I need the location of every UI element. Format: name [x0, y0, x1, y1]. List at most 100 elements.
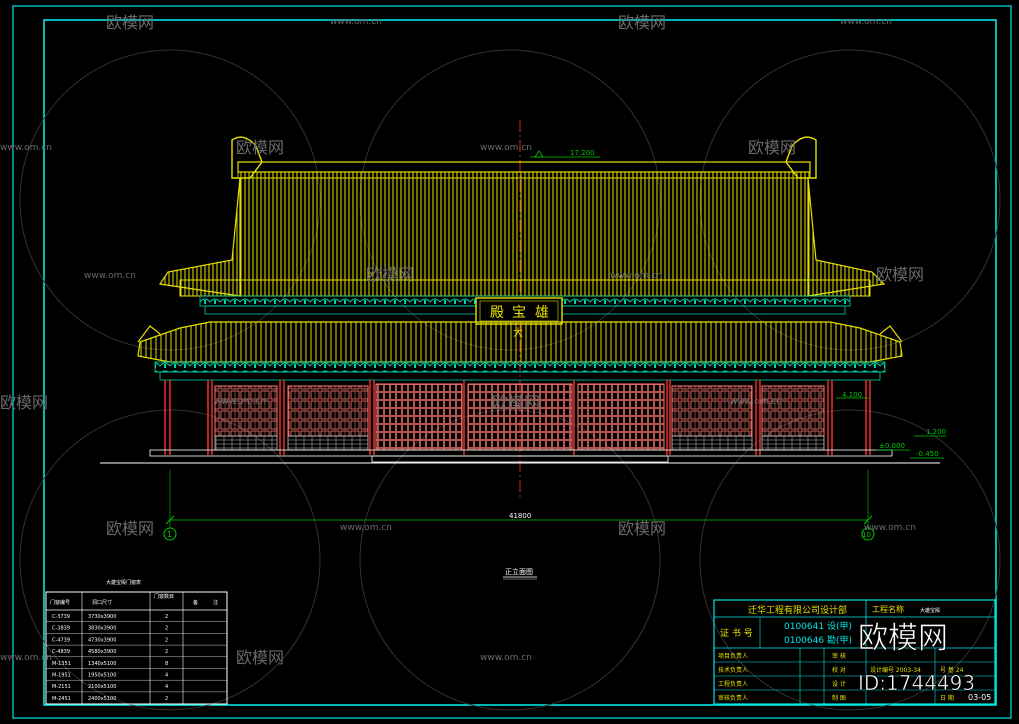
watermark-brand: 欧模网 [106, 13, 154, 32]
view-title: 正立面图 [503, 567, 537, 580]
big-watermark-brand: 欧模网 [858, 621, 948, 656]
project-value: 大雄宝殿 [920, 607, 940, 614]
lower-roof [137, 321, 903, 381]
cert-1: 0100641 设(甲) [784, 621, 852, 632]
axis-label-right: 10 [862, 531, 871, 539]
eave-elevation-text: 4.100 [842, 391, 862, 399]
watermark-brand: 欧模网 [106, 519, 154, 538]
mid-2: 校 对 [832, 666, 846, 674]
schedule-cell: 2400x5100 [88, 696, 116, 702]
columns [164, 380, 871, 455]
watermark-url: www.om.cn [330, 17, 382, 27]
schedule-cell: 1340x5100 [88, 661, 116, 667]
schedule-cell: 1950x5100 [88, 673, 116, 679]
schedule-cell: 2 [165, 626, 168, 632]
watermark-url: www.om.cn [610, 271, 662, 281]
schedule-cell: 2 [165, 637, 168, 643]
facade-bays [214, 383, 825, 451]
overall-dimension: 41800 1 10 [163, 470, 875, 541]
watermark-brand: 欧模网 [236, 648, 284, 667]
schedule-cell: M-2151 [52, 684, 71, 690]
schedule-cell: 4 [165, 684, 168, 690]
role-4: 审核负责人 [718, 694, 748, 702]
project-label: 工程名称 [872, 604, 904, 614]
schedule-cell: C-3839 [52, 626, 70, 632]
role-3: 工程负责人 [718, 680, 748, 688]
platform [100, 449, 940, 464]
plaque-char-3: 雄 [535, 305, 549, 321]
watermark-url: www.om.cn [214, 397, 266, 407]
schedule-header-note-1: 备 [193, 599, 198, 606]
schedule-cell: 4 [165, 673, 168, 679]
schedule-cell: C-3739 [52, 614, 70, 620]
schedule-cell: 2 [165, 649, 168, 655]
sheet-number: 03-05 [968, 693, 991, 702]
right-elevation-marks: 4.100 ±0.000 1.200 -0.450 [836, 391, 946, 459]
schedule-cell: C-4739 [52, 637, 70, 643]
watermark-brand: 欧模网 [0, 393, 48, 412]
ridge-elevation-text: 17.200 [570, 149, 595, 157]
schedule-cell: 2 [165, 614, 168, 620]
schedule-cell: 2 [165, 696, 168, 702]
design-number: 设计编号 2003-34 [870, 666, 921, 674]
date-label: 日 期 [940, 694, 954, 702]
watermark-url: www.om.cn [480, 143, 532, 153]
watermark-brand: 欧模网 [492, 393, 540, 412]
cert-2: 0100646 勘(甲) [784, 635, 852, 646]
big-watermark: 欧模网 ID:1744493 [858, 621, 976, 696]
view-title-text: 正立面图 [505, 567, 533, 576]
company-name: 迁华工程有限公司设计部 [748, 604, 847, 616]
big-watermark-id: ID:1744493 [858, 671, 975, 695]
ground-elevation-text: -0.450 [916, 450, 939, 458]
schedule-cell: 8 [165, 661, 168, 667]
axis-label-left: 1 [167, 530, 172, 539]
watermark-url: www.om.cn [840, 17, 892, 27]
cert-label: 证 书 号 [720, 628, 753, 639]
schedule-cell: M-1351 [52, 661, 71, 667]
schedule-cell: 3830x3900 [88, 626, 116, 632]
schedule-cell: 4730x3900 [88, 637, 116, 643]
upper-roof [158, 136, 886, 315]
inner-frame [43, 19, 997, 706]
schedule-cell: 4580x3900 [88, 649, 116, 655]
mid-3: 设 计 [832, 680, 846, 688]
mid-1: 审 核 [832, 652, 846, 660]
role-1: 项目负责人 [718, 652, 748, 660]
watermark-brand: 欧模网 [876, 265, 924, 284]
watermark-url: www.om.cn [480, 653, 532, 663]
schedule-title: 大雄宝殿门窗表 [106, 579, 141, 586]
overall-dimension-text: 41800 [509, 512, 531, 520]
watermark-brand: 欧模网 [748, 138, 796, 157]
plaque-char-2: 宝 [512, 305, 526, 321]
ridge-elevation-mark: 17.200 [530, 149, 600, 158]
watermark-url: www.om.cn [340, 523, 392, 533]
schedule-header-count: 门窗数目 [154, 593, 174, 600]
schedule-header-size: 洞口尺寸 [92, 599, 112, 606]
plaque-char-1: 殿 [490, 305, 504, 321]
door-window-schedule: 大雄宝殿门窗表 门窗编号 洞口尺寸 门窗数目 备 注 C-3739 3730x39… [45, 579, 228, 705]
watermarks: 欧模网 www.om.cn 欧模网 www.om.cn www.om.cn 欧模… [0, 13, 924, 667]
schedule-header-note-2: 注 [213, 599, 218, 606]
outer-frame [12, 5, 1012, 719]
watermark-brand: 欧模网 [236, 138, 284, 157]
schedule-cell: 2100x5100 [88, 684, 116, 690]
watermark-brand: 欧模网 [618, 519, 666, 538]
watermark-brand: 欧模网 [366, 265, 414, 284]
axis-bubble-right [861, 527, 875, 541]
mid-4: 制 图 [832, 694, 846, 702]
schedule-cell: C-4839 [52, 649, 70, 655]
watermark-url: www.om.cn [0, 143, 52, 153]
schedule-cell: M-2451 [52, 696, 71, 702]
step-elevation-text: 1.200 [926, 428, 946, 436]
sheet-code: 号 基 24 [940, 666, 964, 674]
schedule-header-id: 门窗编号 [50, 599, 70, 606]
schedule-cell: M-1951 [52, 673, 71, 679]
schedule-cell: 3730x3900 [88, 614, 116, 620]
watermark-url: www.om.cn [0, 653, 52, 663]
title-block: 迁华工程有限公司设计部 工程名称 大雄宝殿 证 书 号 0100641 设(甲)… [713, 599, 996, 705]
axis-bubble-left [163, 527, 177, 541]
watermark-url: www.om.cn [730, 397, 782, 407]
role-2: 技术负责人 [718, 666, 748, 674]
watermark-url: www.om.cn [864, 523, 916, 533]
